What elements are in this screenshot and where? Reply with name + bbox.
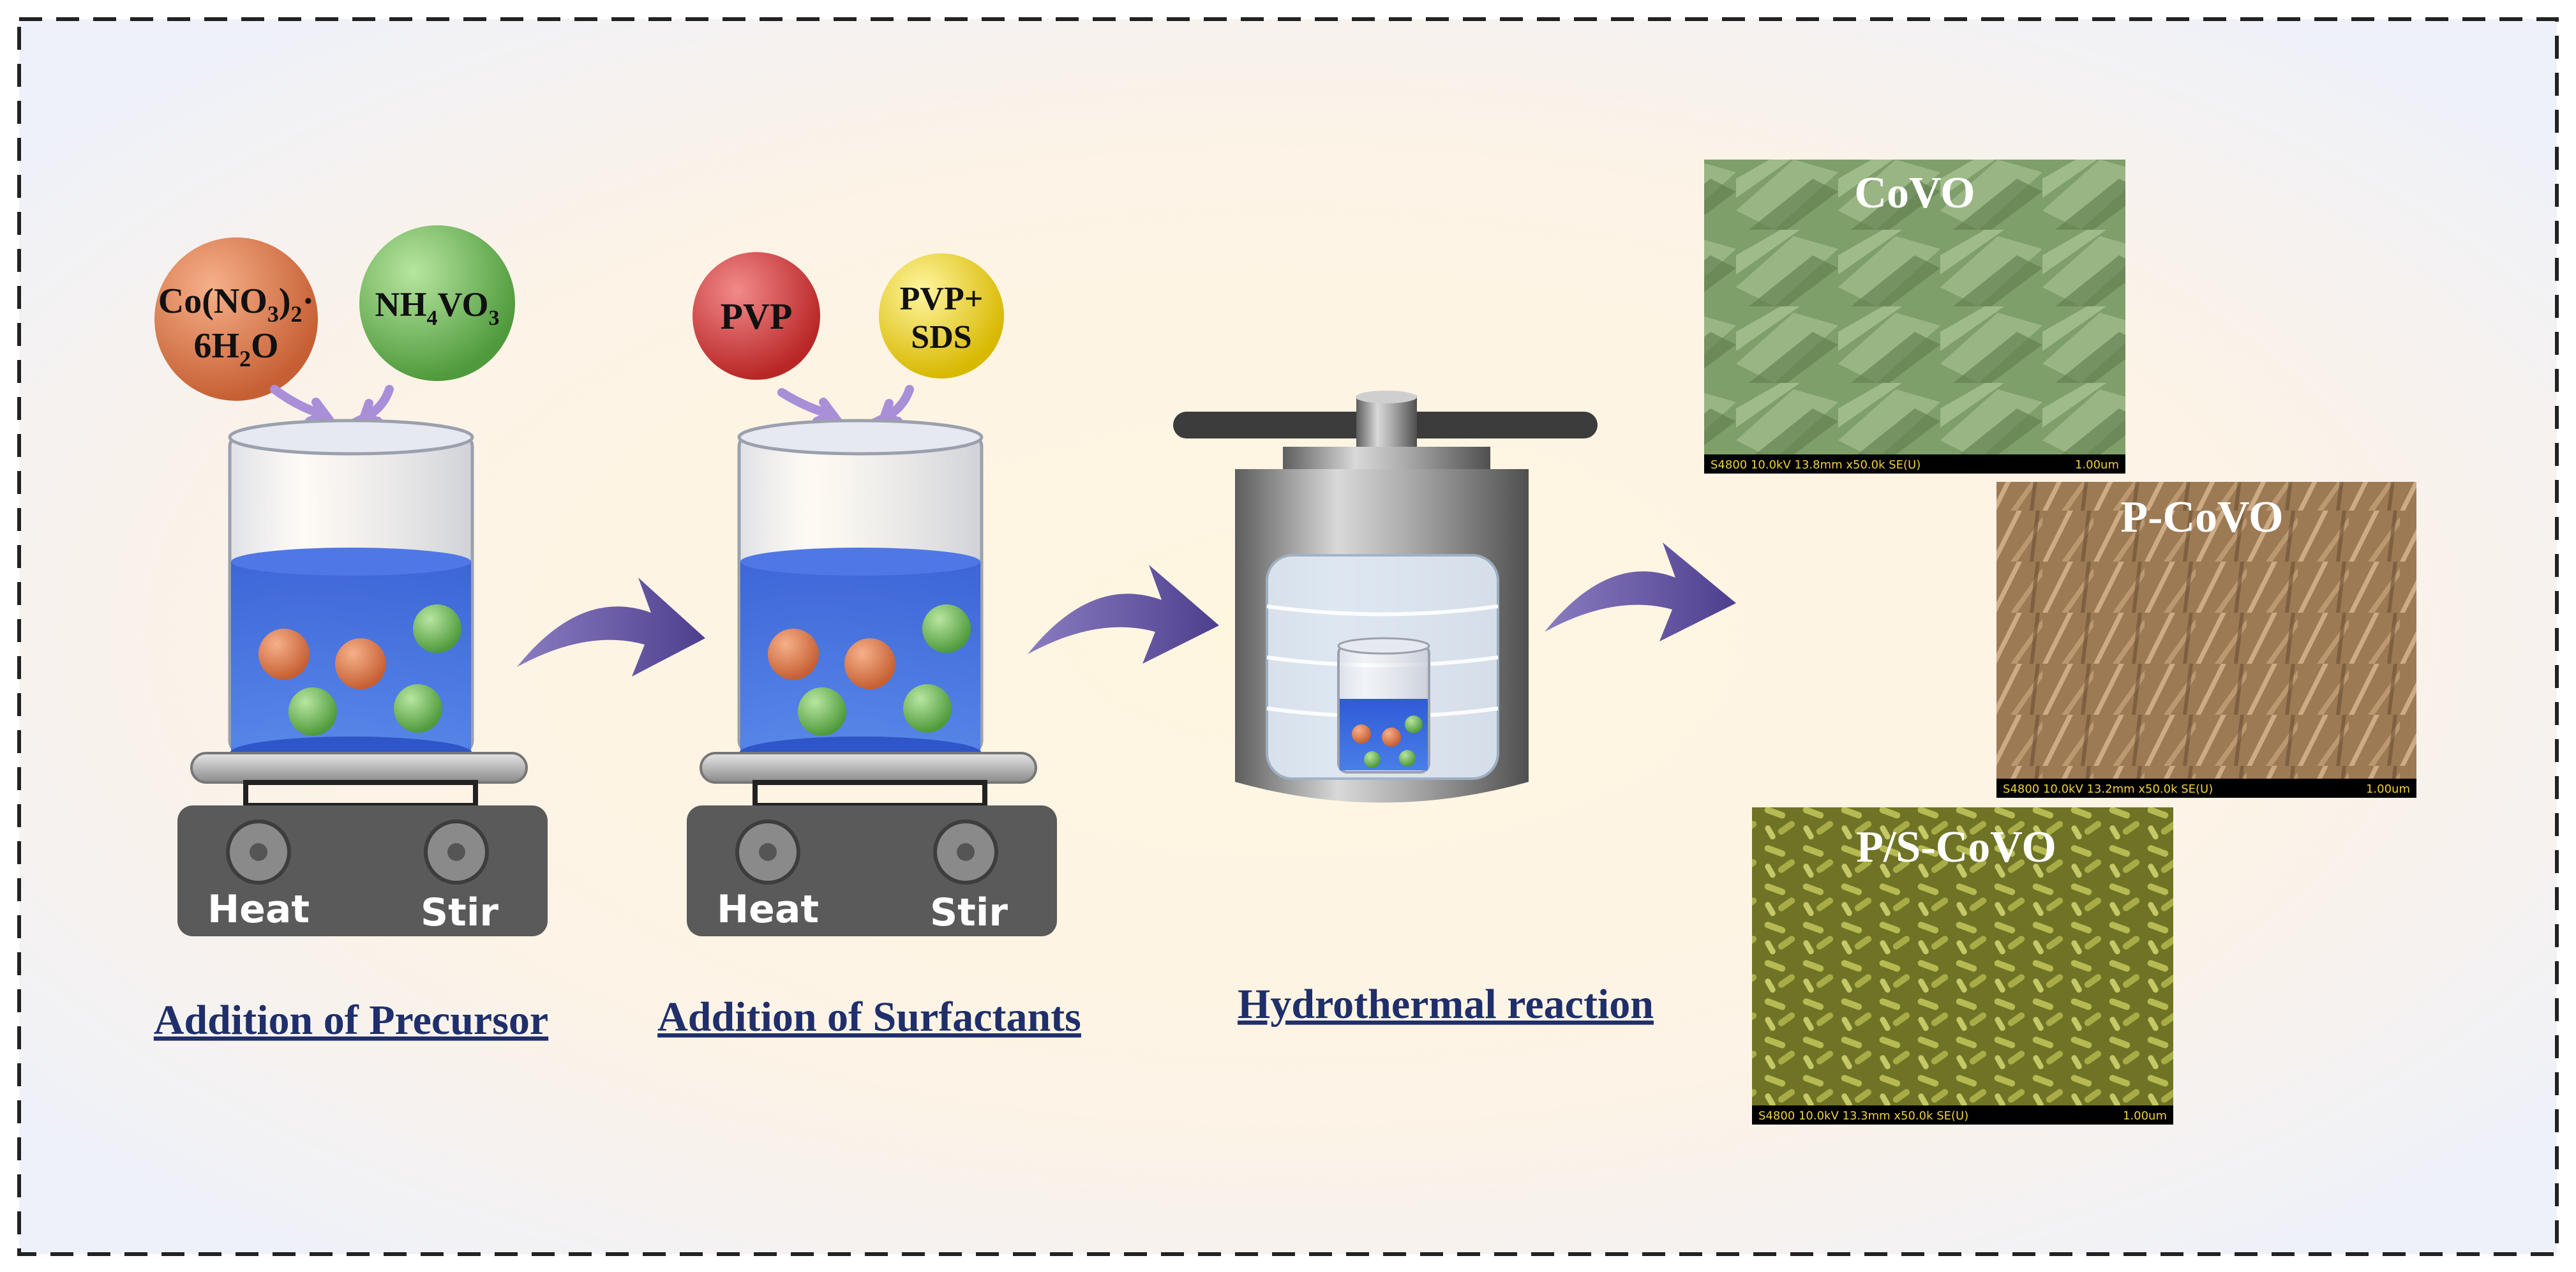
- sem-scale-label: 1.00um: [2075, 458, 2119, 472]
- autoclave-lid: [1235, 469, 1529, 514]
- sem-micrograph: [1704, 160, 2125, 463]
- particle-icon: [903, 684, 952, 733]
- particle-icon: [394, 684, 442, 733]
- sem-image-p-covo: S4800 10.0kV 13.2mm x50.0k SE(U) 1.00um …: [1996, 482, 2416, 798]
- sem-info-bar: S4800 10.0kV 13.3mm x50.0k SE(U): [1758, 1109, 1968, 1123]
- stir-label: Stir: [930, 890, 1008, 935]
- sem-title: CoVO: [1854, 168, 1975, 218]
- hotplate-top: [700, 752, 1037, 784]
- particle-icon: [798, 687, 846, 736]
- sem-info-bar: S4800 10.0kV 13.8mm x50.0k SE(U): [1711, 458, 1921, 472]
- sem-scale-label: 1.00um: [2123, 1109, 2167, 1123]
- step-precursor: Co(NO3)2· 6H2O NH4VO3 Heat Stir Addition…: [154, 225, 548, 1044]
- ammonium-vanadate-label: NH4VO3: [375, 285, 500, 330]
- sem-image-covo: S4800 10.0kV 13.8mm x50.0k SE(U) 1.00um …: [1704, 160, 2125, 474]
- step-hydrothermal: Hydrothermal reaction: [1173, 391, 1654, 1028]
- sem-micrograph: [1752, 807, 2173, 1114]
- sem-micrograph: [1996, 482, 2416, 787]
- step-caption-surfactants: Addition of Surfactants: [657, 994, 1081, 1040]
- particle-icon: [258, 629, 310, 680]
- heat-label: Heat: [207, 887, 310, 932]
- process-arrow-icon: [1545, 542, 1736, 641]
- cobalt-nitrate-sphere: [154, 237, 318, 401]
- ammonium-vanadate-sphere: [359, 225, 515, 381]
- sem-info-bar: S4800 10.0kV 13.2mm x50.0k SE(U): [2003, 782, 2213, 796]
- drop-arrow-icon: [350, 385, 394, 426]
- process-arrow-icon: [517, 578, 705, 677]
- cobalt-nitrate-label-line2: 6H2O: [193, 326, 278, 371]
- particle-icon: [844, 638, 895, 689]
- stir-label: Stir: [421, 890, 498, 935]
- particle-icon: [413, 604, 461, 653]
- pvp-sds-label-line1: PVP+: [900, 281, 984, 317]
- process-arrow-icon: [1028, 565, 1219, 664]
- drop-arrow-icon: [871, 385, 914, 426]
- pvp-sds-sphere: [879, 253, 1004, 378]
- particle-icon: [288, 687, 337, 736]
- pvp-sphere: [693, 252, 820, 380]
- particle-icon: [768, 629, 819, 680]
- sem-title: P/S-CoVO: [1856, 823, 2056, 872]
- hotplate-top: [190, 752, 528, 784]
- step-surfactants: PVP PVP+ SDS Heat Stir Addition of Surfa…: [657, 252, 1081, 1040]
- heat-label: Heat: [717, 887, 819, 932]
- cobalt-nitrate-label-line1: Co(NO3)2·: [158, 281, 314, 327]
- step-caption-precursor: Addition of Precursor: [154, 997, 548, 1044]
- sem-title: P-CoVO: [2120, 493, 2283, 542]
- pvp-sds-label-line2: SDS: [911, 319, 971, 355]
- particle-icon: [922, 604, 971, 653]
- step-caption-hydrothermal: Hydrothermal reaction: [1238, 981, 1654, 1028]
- sem-image-ps-covo: S4800 10.0kV 13.3mm x50.0k SE(U) 1.00um …: [1752, 807, 2173, 1125]
- pvp-label: PVP: [721, 296, 793, 337]
- particle-icon: [335, 638, 386, 689]
- sem-scale-label: 1.00um: [2366, 782, 2410, 796]
